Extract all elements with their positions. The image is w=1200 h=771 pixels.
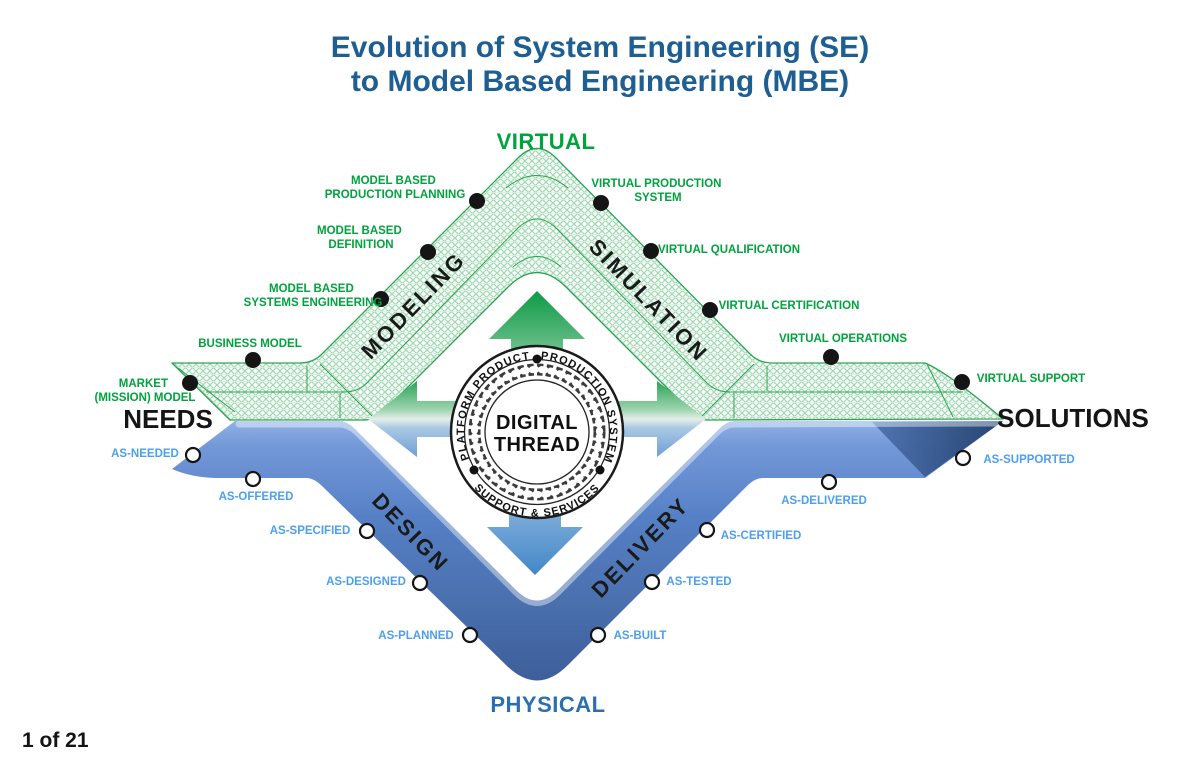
physical-milestone-dot — [698, 521, 716, 539]
physical-band-highlight — [235, 419, 1000, 606]
virtual-milestone-label: MODEL BASED PRODUCTION PLANNING — [325, 175, 466, 201]
hub-title-line2: THREAD — [494, 434, 580, 456]
virtual-milestone-label: VIRTUAL OPERATIONS — [779, 333, 907, 345]
physical-milestone-dot — [358, 522, 376, 540]
virtual-milestone-line: (MISSION) MODEL — [95, 392, 196, 404]
physical-milestone-dot — [954, 449, 972, 467]
physical-milestone-dot — [820, 473, 838, 491]
physical-milestone-label: AS-SUPPORTED — [983, 454, 1074, 466]
virtual-milestone-line: DEFINITION — [328, 239, 393, 251]
physical-milestone-dot — [184, 446, 202, 464]
virtual-milestone-label: VIRTUAL CERTIFICATION — [719, 300, 860, 312]
virtual-milestone-dot — [954, 374, 970, 390]
physical-milestone-label: AS-TESTED — [666, 576, 731, 588]
virtual-milestone-label: BUSINESS MODEL — [198, 338, 302, 350]
needs-pole-label: NEEDS — [123, 404, 213, 434]
virtual-milestone-line: SYSTEMS ENGINEERING — [244, 297, 383, 309]
virtual-milestone-line: MODEL BASED — [317, 225, 402, 237]
virtual-milestone-dot — [420, 244, 436, 260]
physical-milestone-dot — [589, 626, 607, 644]
digital-thread-hub: DIGITAL THREAD PLATFORM PRODUCT PRODUCTI… — [449, 344, 625, 520]
pole-labels: VIRTUAL PHYSICAL NEEDS SOLUTIONS — [123, 129, 1149, 717]
physical-milestone-label: AS-CERTIFIED — [721, 530, 802, 542]
virtual-milestone-line: MARKET — [119, 378, 168, 390]
rope-ring-inner — [484, 379, 590, 485]
physical-milestone-dot — [461, 626, 479, 644]
virtual-milestone-dot — [643, 243, 659, 259]
virtual-milestone-line: BUSINESS MODEL — [198, 338, 302, 350]
physical-milestone-label: AS-SPECIFIED — [270, 525, 351, 537]
physical-milestone-label: AS-BUILT — [614, 630, 667, 642]
physical-milestone-dot — [244, 470, 262, 488]
physical-milestone-label: AS-PLANNED — [378, 630, 453, 642]
diagram-title-line1: Evolution of System Engineering (SE) — [331, 31, 869, 64]
physical-milestone-label: AS-DESIGNED — [326, 576, 406, 588]
virtual-milestone-dot — [823, 349, 839, 365]
virtual-milestone-dot — [373, 291, 389, 307]
virtual-milestone-line: VIRTUAL OPERATIONS — [779, 333, 907, 345]
virtual-milestone-label: MARKET (MISSION) MODEL — [95, 378, 196, 404]
virtual-milestone-dot — [702, 302, 718, 318]
physical-band-shadow-wedge — [872, 421, 1003, 477]
page-indicator: 1 of 21 — [22, 729, 89, 752]
virtual-milestone-line: MODEL BASED — [351, 175, 436, 187]
physical-milestone-label: AS-NEEDED — [111, 448, 179, 460]
hub-separator-dot — [595, 465, 605, 475]
diagram-title-line2: to Model Based Engineering (MBE) — [351, 65, 849, 98]
physical-band-shape — [172, 421, 1003, 681]
virtual-milestone-label: MODEL BASED DEFINITION — [317, 225, 405, 251]
virtual-milestone-dot — [182, 375, 198, 391]
physical-milestone-label: AS-OFFERED — [219, 491, 294, 503]
virtual-milestone-label: VIRTUAL QUALIFICATION — [658, 244, 800, 256]
hub-title-line1: DIGITAL — [496, 412, 578, 434]
hub-separator-dot — [532, 354, 542, 364]
physical-milestone-dot — [411, 574, 429, 592]
rope-ring-braid-weave — [471, 366, 603, 498]
virtual-milestone-dot — [245, 352, 261, 368]
physical-pole-label: PHYSICAL — [490, 692, 605, 717]
virtual-milestone-line: PRODUCTION PLANNING — [325, 189, 466, 201]
virtual-milestone-dot — [593, 195, 609, 211]
virtual-pole-label: VIRTUAL — [497, 129, 596, 154]
physical-milestone-dot — [643, 573, 661, 591]
virtual-milestone-dot — [469, 193, 485, 209]
virtual-band-bevel-lines — [177, 175, 963, 420]
virtual-milestone-line: SYSTEM — [634, 192, 681, 204]
virtual-milestone-line: VIRTUAL QUALIFICATION — [658, 244, 800, 256]
physical-milestone-label: AS-DELIVERED — [781, 495, 867, 507]
virtual-milestone-label: VIRTUAL PRODUCTION SYSTEM — [591, 178, 724, 204]
virtual-milestone-line: VIRTUAL PRODUCTION — [591, 178, 721, 190]
virtual-milestone-label: VIRTUAL SUPPORT — [977, 373, 1085, 385]
virtual-milestones: MARKET (MISSION) MODEL BUSINESS MODEL MO… — [95, 175, 1086, 404]
virtual-milestone-line: VIRTUAL CERTIFICATION — [719, 300, 860, 312]
virtual-milestone-line: VIRTUAL SUPPORT — [977, 373, 1085, 385]
solutions-pole-label: SOLUTIONS — [997, 403, 1149, 433]
physical-band — [172, 419, 1003, 681]
virtual-milestone-label: MODEL BASED SYSTEMS ENGINEERING — [244, 283, 383, 309]
physical-milestones: AS-NEEDED AS-OFFERED AS-SPECIFIED AS-DES… — [111, 446, 1075, 644]
hub-separator-dot — [469, 465, 479, 475]
virtual-milestone-line: MODEL BASED — [269, 283, 354, 295]
